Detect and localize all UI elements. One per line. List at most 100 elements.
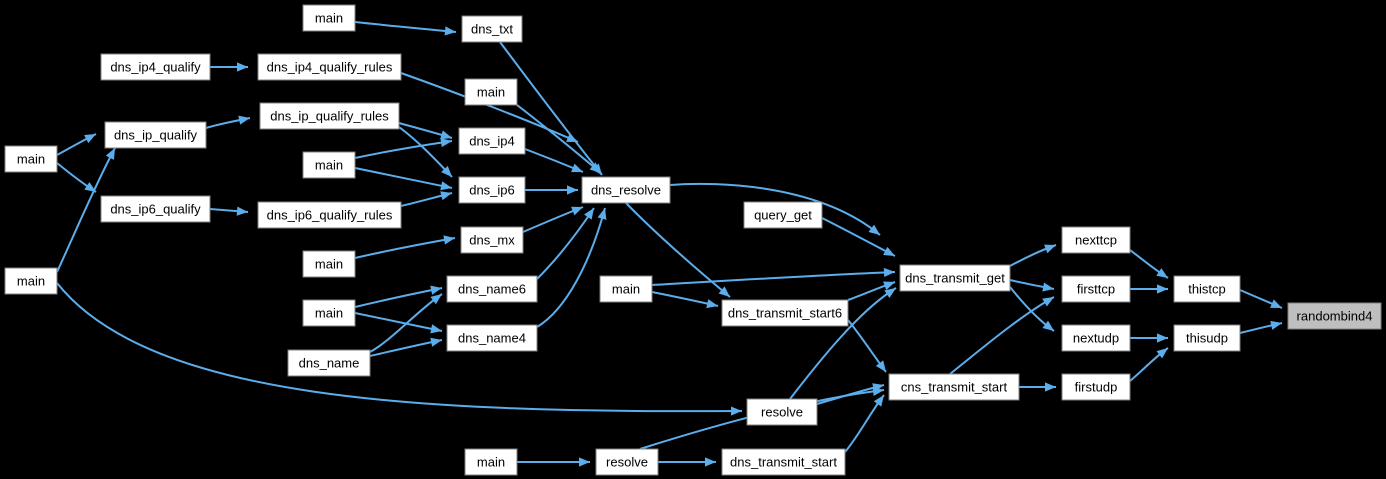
node-main_mx[interactable]: main <box>302 250 356 278</box>
node-dns_transmit_start6[interactable]: dns_transmit_start6 <box>721 299 849 327</box>
node-dns_mx[interactable]: dns_mx <box>460 226 524 254</box>
node-main_txt[interactable]: main <box>302 4 356 32</box>
node-box[interactable] <box>721 299 849 327</box>
node-box[interactable] <box>1061 324 1131 352</box>
node-box[interactable] <box>746 398 818 426</box>
node-main_left_bot[interactable]: main <box>4 267 58 295</box>
edge-line <box>400 72 579 143</box>
node-cns_transmit_start[interactable]: cns_transmit_start <box>888 373 1020 401</box>
node-box[interactable] <box>721 448 846 476</box>
arrowhead-icon <box>571 206 583 216</box>
node-box[interactable] <box>104 121 207 149</box>
edge-dns_ip_qualify-to-dns_ip_qualify_rules <box>205 115 251 129</box>
node-dns_ip6[interactable]: dns_ip6 <box>458 176 526 204</box>
node-dns_ip4_qualify[interactable]: dns_ip4_qualify <box>100 53 211 81</box>
node-box[interactable] <box>257 53 402 81</box>
edge-line <box>499 41 603 176</box>
node-box[interactable] <box>1061 226 1131 254</box>
node-main_mid_ip[interactable]: main <box>302 151 356 179</box>
node-dns_transmit_start[interactable]: dns_transmit_start <box>721 448 846 476</box>
edge-cns_transmit_start-to-firsttcp <box>949 296 1055 375</box>
node-randombind4[interactable]: randombind4 <box>1287 302 1382 330</box>
node-main_left_top[interactable]: main <box>4 145 58 173</box>
node-resolve_mid[interactable]: resolve <box>746 398 818 426</box>
arrowhead-icon <box>589 162 601 173</box>
node-nexttcp[interactable]: nexttcp <box>1061 226 1131 254</box>
edge-main_txt-to-dns_txt <box>354 21 457 36</box>
edge-query_get-to-dns_transmit_get <box>821 217 896 257</box>
node-nextudp[interactable]: nextudp <box>1061 324 1131 352</box>
edge-main_ip-to-dns_resolve <box>516 104 602 174</box>
node-dns_ip4[interactable]: dns_ip4 <box>458 127 526 155</box>
node-thistcp[interactable]: thistcp <box>1173 275 1241 303</box>
node-box[interactable] <box>1173 275 1241 303</box>
node-dns_ip_qualify[interactable]: dns_ip_qualify <box>104 121 207 149</box>
node-box[interactable] <box>100 195 211 223</box>
node-box[interactable] <box>460 226 524 254</box>
edge-line <box>56 147 116 273</box>
node-box[interactable] <box>4 145 58 173</box>
arrowhead-icon <box>884 288 896 298</box>
node-dns_name[interactable]: dns_name <box>287 349 371 377</box>
node-dns_txt[interactable]: dns_txt <box>461 15 523 43</box>
node-dns_transmit_get[interactable]: dns_transmit_get <box>899 264 1011 292</box>
node-box[interactable] <box>446 324 538 352</box>
node-dns_ip6_qualify_rules[interactable]: dns_ip6_qualify_rules <box>257 201 402 229</box>
node-box[interactable] <box>1287 302 1382 330</box>
arrowhead-icon <box>883 281 895 291</box>
node-box[interactable] <box>458 176 526 204</box>
node-box[interactable] <box>302 299 356 327</box>
node-box[interactable] <box>464 78 518 106</box>
node-dns_ip6_qualify[interactable]: dns_ip6_qualify <box>100 195 211 223</box>
node-thisudp[interactable]: thisudp <box>1173 324 1241 352</box>
node-main_name[interactable]: main <box>302 299 356 327</box>
node-firsttcp[interactable]: firsttcp <box>1061 275 1131 303</box>
node-dns_ip4_qualify_rules[interactable]: dns_ip4_qualify_rules <box>257 53 402 81</box>
arrowhead-icon <box>430 337 442 347</box>
node-box[interactable] <box>287 349 371 377</box>
node-main_bottom[interactable]: main <box>464 448 518 476</box>
node-box[interactable] <box>302 151 356 179</box>
edge-line <box>536 207 595 280</box>
node-box[interactable] <box>581 176 671 204</box>
node-box[interactable] <box>1061 373 1131 401</box>
node-box[interactable] <box>464 448 518 476</box>
edge-line <box>56 282 743 413</box>
edge-dns_name4-to-dns_resolve <box>536 207 607 328</box>
node-box[interactable] <box>899 264 1011 292</box>
node-box[interactable] <box>446 275 538 303</box>
node-dns_resolve[interactable]: dns_resolve <box>581 176 671 204</box>
arrowhead-icon <box>441 165 452 177</box>
node-box[interactable] <box>1061 275 1131 303</box>
node-firstudp[interactable]: firstudp <box>1061 373 1131 401</box>
node-dns_name6[interactable]: dns_name6 <box>446 275 538 303</box>
node-box[interactable] <box>259 102 400 130</box>
arrowhead-icon <box>875 360 886 372</box>
node-box[interactable] <box>458 127 526 155</box>
node-box[interactable] <box>100 53 211 81</box>
node-query_get[interactable]: query_get <box>743 201 823 229</box>
node-box[interactable] <box>1173 324 1241 352</box>
edge-main_mid_ip-to-dns_ip4 <box>354 138 453 159</box>
node-box[interactable] <box>302 4 356 32</box>
node-box[interactable] <box>595 448 659 476</box>
arrowhead-icon <box>440 181 452 191</box>
node-dns_name4[interactable]: dns_name4 <box>446 324 538 352</box>
node-dns_ip_qualify_rules[interactable]: dns_ip_qualify_rules <box>259 102 400 130</box>
node-box[interactable] <box>4 267 58 295</box>
node-box[interactable] <box>888 373 1020 401</box>
edge-dns_ip_qualify_rules-to-dns_ip4 <box>398 122 453 140</box>
arrowhead-icon <box>1270 299 1282 308</box>
edge-main_transmit-to-dns_transmit_get <box>651 267 896 286</box>
arrowhead-icon <box>706 299 718 309</box>
node-box[interactable] <box>599 275 653 303</box>
node-box[interactable] <box>743 201 823 229</box>
node-resolve_bottom[interactable]: resolve <box>595 448 659 476</box>
node-main_transmit[interactable]: main <box>599 275 653 303</box>
node-box[interactable] <box>461 15 523 43</box>
edge-dns_ip6_qualify_rules-to-dns_ip6 <box>400 191 453 207</box>
node-box[interactable] <box>257 201 402 229</box>
edge-main_mx-to-dns_mx <box>354 235 456 259</box>
node-main_ip[interactable]: main <box>464 78 518 106</box>
node-box[interactable] <box>302 250 356 278</box>
